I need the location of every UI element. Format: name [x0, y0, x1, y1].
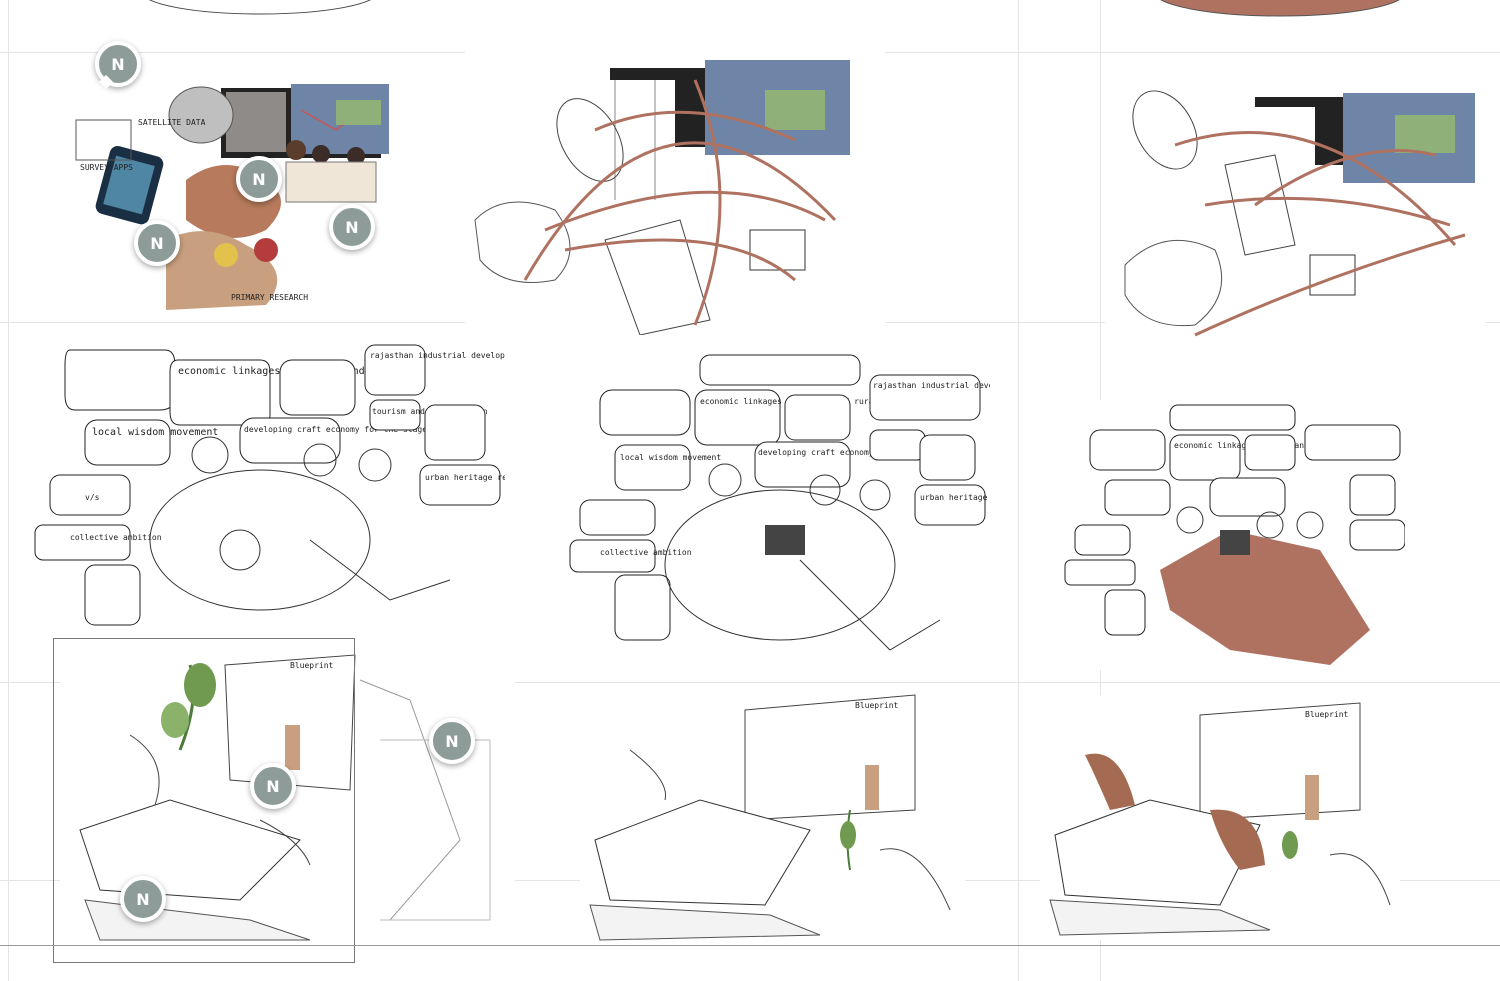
blueprint-label-2: Blueprint — [855, 701, 899, 710]
annotation-pin[interactable]: N — [236, 156, 282, 202]
annotation-pin[interactable]: N — [429, 718, 475, 764]
bubble-rajasthan-2: rajasthan industrial development project — [873, 381, 990, 390]
annotation-pin[interactable]: N — [250, 763, 296, 809]
frame-data-flow-sketch-alt[interactable] — [1105, 75, 1485, 340]
sketch-label-satellite: SATELLITE DATA — [138, 118, 206, 127]
sketch-label-primary-research: PRIMARY RESEARCH — [231, 293, 308, 302]
top-ellipse-outline — [148, 0, 372, 15]
frame-idea-bubbles-3[interactable]: economic linkages btw urban and rural — [1060, 400, 1405, 670]
bubble-rajasthan: rajasthan industrial development project — [370, 351, 505, 360]
frame-idea-bubbles-1[interactable]: economic linkages btw urban and rural ra… — [30, 340, 505, 630]
frame-model-sketch-3[interactable]: Blueprint — [1040, 695, 1400, 940]
bubble-craft-economy: developing craft economy for the stage — [244, 425, 427, 434]
bubble-craft-2: developing craft economy for the stage — [758, 448, 941, 457]
frame-model-sketch-1[interactable]: Blueprint — [60, 640, 515, 960]
bubble-local-wisdom: local wisdom movement — [92, 427, 218, 438]
blueprint-label-3: Blueprint — [1305, 710, 1349, 719]
top-ellipse-filled — [1160, 0, 1400, 17]
bubble-vs: v/s — [85, 493, 100, 502]
annotation-pin[interactable]: N — [329, 204, 375, 250]
frame-research-collage[interactable]: SATELLITE DATA SURVEY APPS PRIMARY RESEA… — [66, 70, 396, 315]
bubble-local-2: local wisdom movement — [620, 453, 721, 462]
annotation-pin[interactable]: N — [95, 41, 141, 87]
bubble-heritage-2: urban heritage restoration — [920, 493, 990, 502]
sketch-label-survey: SURVEY APPS — [80, 163, 133, 172]
annotation-pin[interactable]: N — [120, 876, 166, 922]
bubble-collective-2: collective ambition — [600, 548, 692, 557]
bottom-rule — [0, 945, 1500, 946]
frame-idea-bubbles-2[interactable]: economic linkages btw urban and rural ra… — [560, 350, 990, 670]
bubble-heritage: urban heritage restoration — [425, 473, 505, 482]
blueprint-label-1: Blueprint — [290, 661, 334, 670]
frame-data-flow-sketch[interactable] — [465, 50, 885, 335]
annotation-pin[interactable]: N — [134, 220, 180, 266]
frame-model-sketch-2[interactable]: Blueprint — [580, 690, 965, 945]
bubble-collective: collective ambition — [70, 533, 162, 542]
